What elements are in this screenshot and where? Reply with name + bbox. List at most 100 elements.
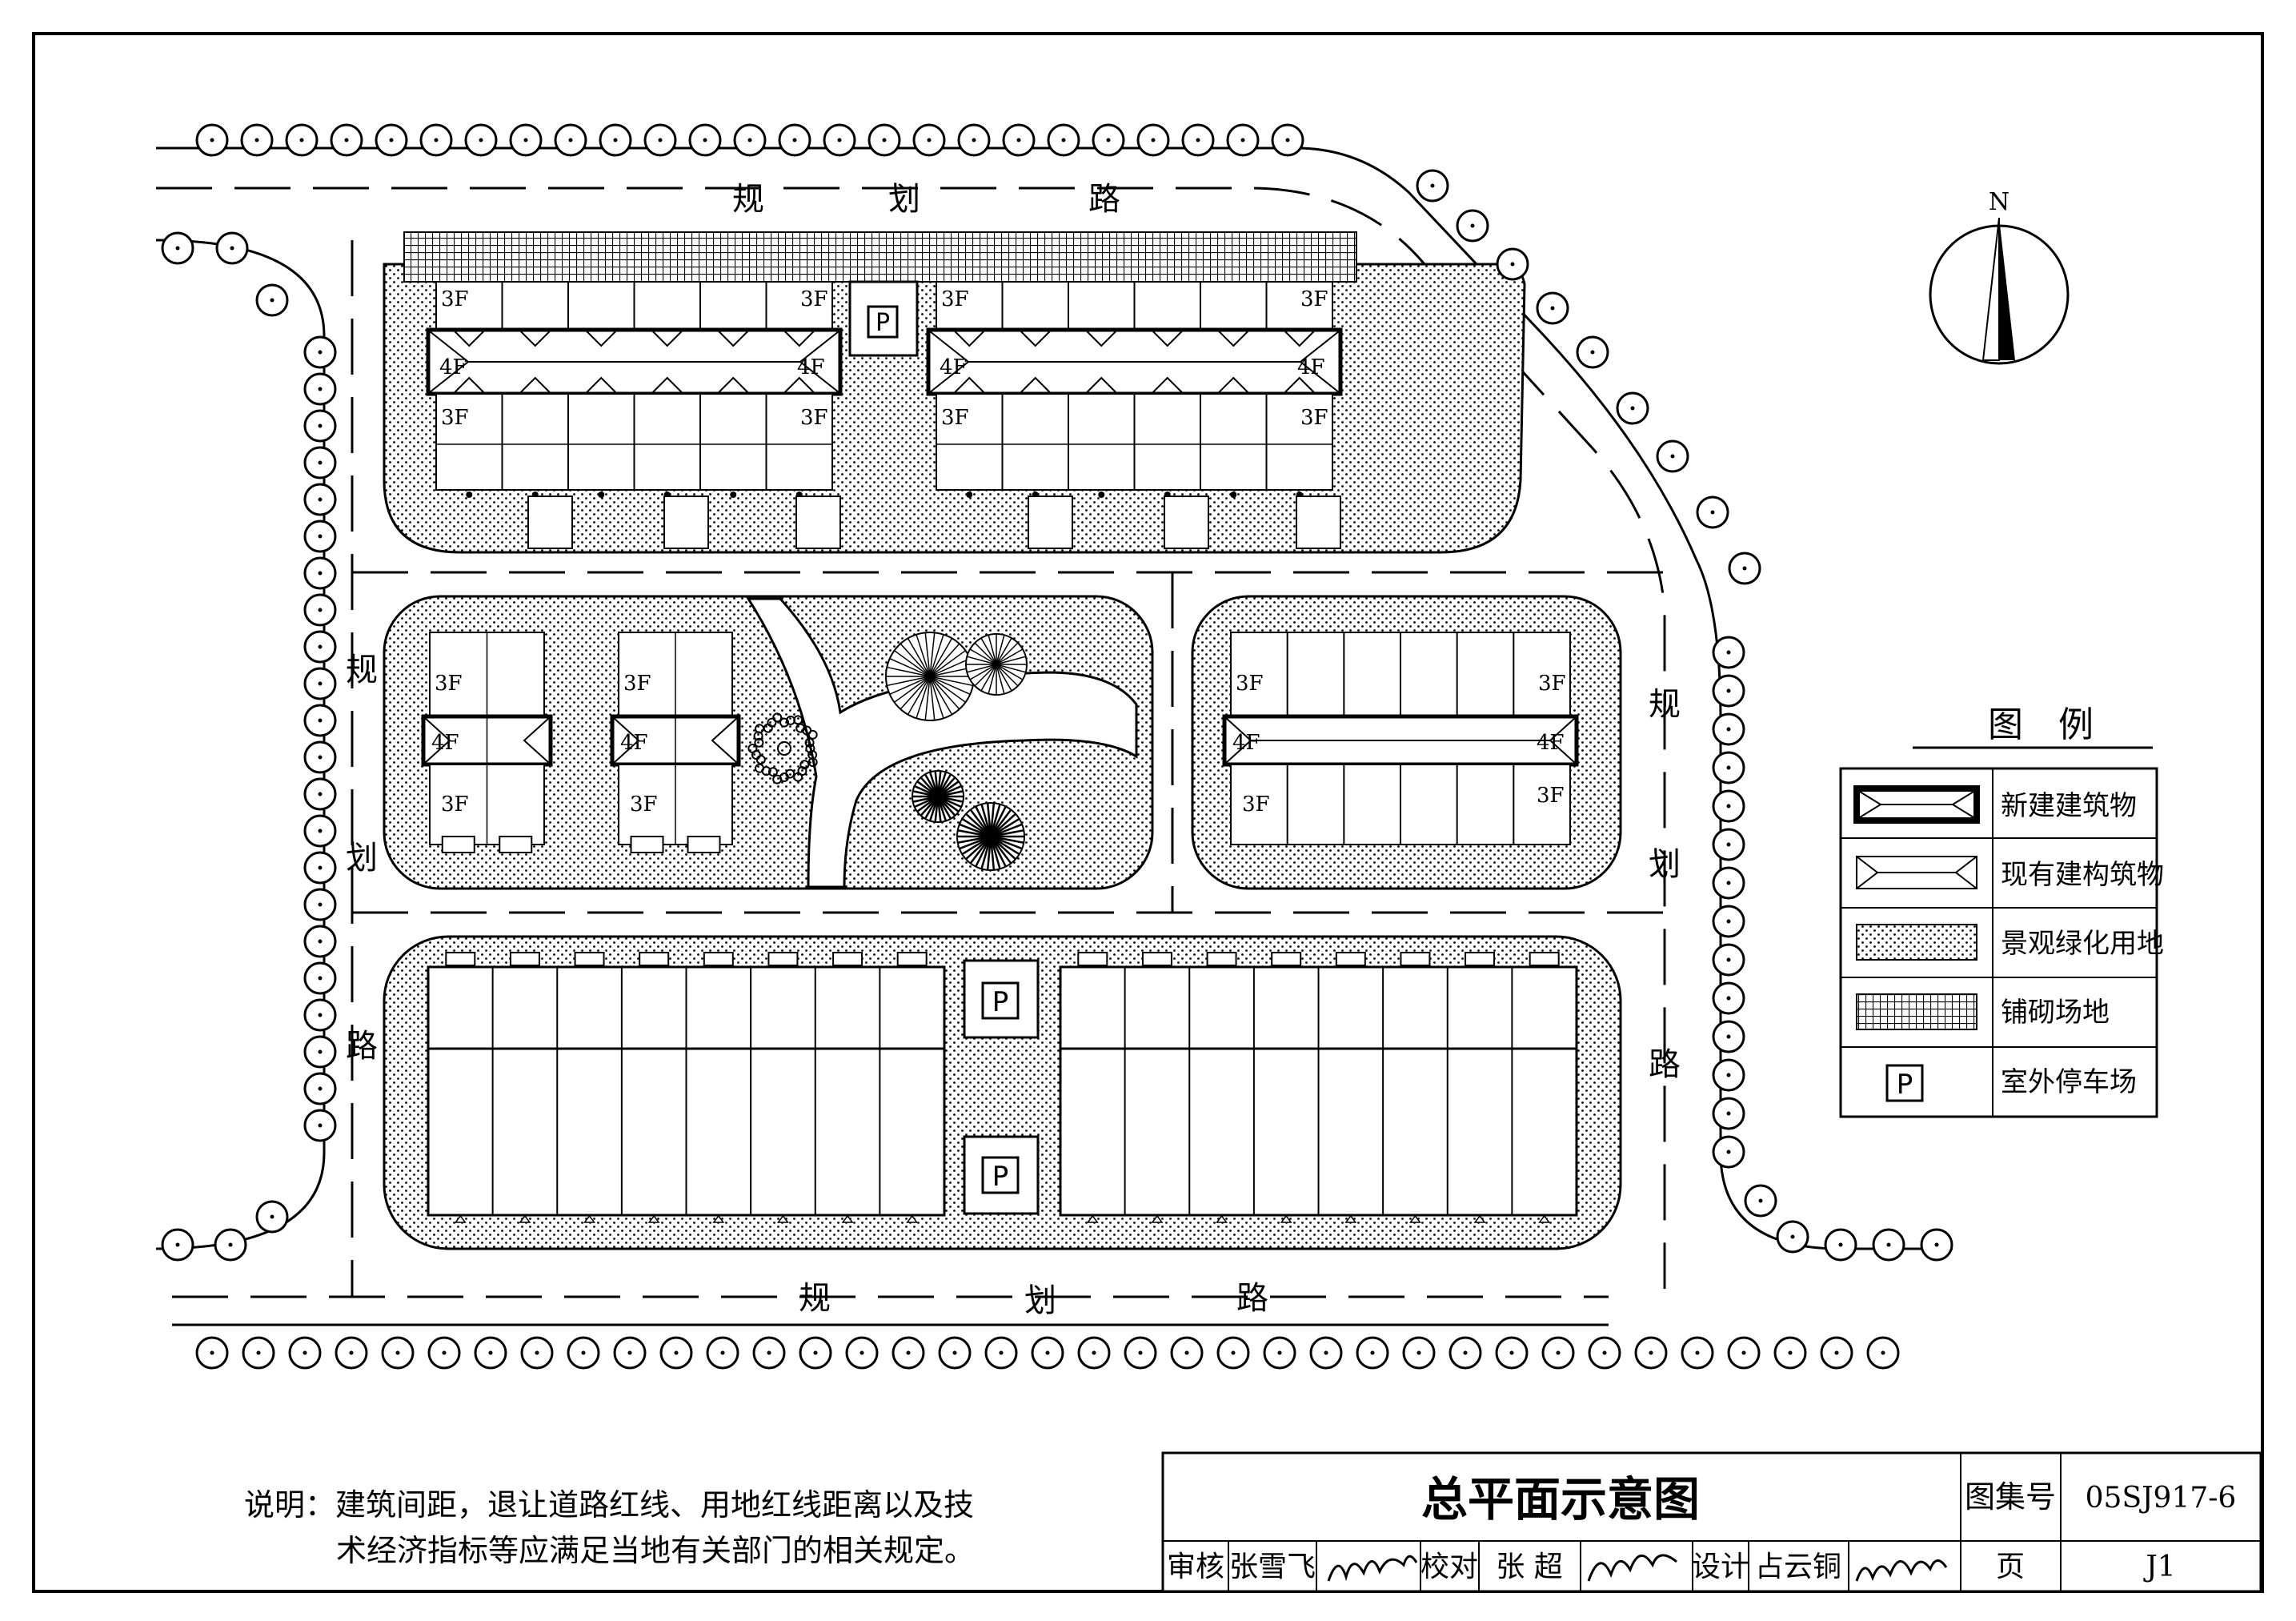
floor-label: 4F — [620, 731, 648, 755]
tree-icon — [1124, 1336, 1157, 1370]
tree-icon — [733, 123, 767, 157]
residential-building — [421, 632, 553, 853]
tree-icon — [1712, 866, 1745, 900]
park-paths — [746, 597, 1138, 889]
tree-icon — [1047, 123, 1080, 157]
tree-icon — [1263, 1336, 1296, 1370]
garden-plot — [527, 496, 573, 549]
tree-icon — [613, 1336, 647, 1370]
tree-icon — [303, 925, 337, 958]
parking-symbol: P — [1897, 1069, 1913, 1101]
tree-icon — [303, 556, 337, 590]
tree-icon — [1356, 1336, 1389, 1370]
tree-icon — [1576, 335, 1609, 369]
park-trees — [747, 632, 1028, 871]
road-label-left-1: 规 — [346, 652, 378, 688]
tree-icon — [375, 123, 408, 157]
tree-icon — [567, 1336, 600, 1370]
road-label-left-2: 划 — [346, 840, 378, 877]
parking-symbol: P — [992, 1161, 1009, 1193]
tree-icon — [1402, 1336, 1436, 1370]
note-line-1: 说明：建筑间距，退让道路红线、用地红线距离以及技 — [244, 1487, 974, 1523]
road-label-bottom-3: 路 — [1236, 1280, 1268, 1317]
page-label: 页 — [1996, 1551, 2025, 1583]
road-label-top-2: 划 — [888, 181, 920, 218]
road-label-right-1: 规 — [1649, 686, 1681, 723]
road-labels: 规 划 路 规 划 路 规 划 路 规 划 路 — [346, 181, 1681, 1319]
reviewer-signature — [1327, 1555, 1418, 1582]
residential-building — [427, 952, 946, 1223]
tree-icon — [1712, 981, 1745, 1015]
tree-icon — [1536, 291, 1569, 325]
existing-building-icon — [1856, 856, 1977, 889]
tree-icon — [427, 1336, 461, 1370]
tree-icon — [1728, 552, 1761, 585]
tree-icon — [1496, 247, 1529, 281]
page-number: J1 — [2142, 1551, 2175, 1583]
tree-icon — [330, 123, 363, 157]
tree-icon — [214, 1228, 247, 1262]
tree-icon — [464, 123, 498, 157]
tree-icon — [240, 123, 274, 157]
tree-icon — [1031, 1336, 1064, 1370]
tree-icon — [1727, 1336, 1761, 1370]
residential-building — [926, 281, 1343, 498]
legend: 图 例 P 新建建筑物 现有建构筑物 景观绿化用地 铺砌场地 室外停车场 — [1839, 704, 2164, 1118]
tree-icon — [957, 123, 991, 157]
tree-icon — [303, 814, 337, 848]
tree-icon — [1495, 1336, 1529, 1370]
tree-icon — [303, 961, 337, 995]
tree-icon — [799, 1336, 832, 1370]
tree-icon — [303, 888, 337, 921]
road-label-bottom-2: 划 — [1024, 1282, 1056, 1319]
tree-icon — [1712, 905, 1745, 938]
tree-icon — [1866, 1336, 1900, 1370]
tree-icon — [659, 1336, 693, 1370]
tree-icon — [303, 998, 337, 1032]
tree-icon — [303, 1109, 337, 1142]
tree-icon — [1002, 123, 1036, 157]
atlas-label: 图集号 — [1965, 1479, 2056, 1515]
residential-building — [610, 632, 741, 853]
floor-label: 4F — [439, 355, 467, 379]
floor-label: 3F — [1236, 672, 1264, 696]
note: 说明：建筑间距，退让道路红线、用地红线距离以及技 术经济指标等应满足当地有关部门… — [244, 1487, 975, 1568]
tree-icon — [1824, 1228, 1857, 1262]
legend-title: 图 例 — [1988, 704, 2094, 745]
tree-icon — [1449, 1336, 1482, 1370]
road-label-top-1: 规 — [732, 181, 764, 218]
floor-label: 3F — [435, 672, 463, 696]
tree-icon — [912, 770, 964, 823]
tree-icon — [1712, 751, 1745, 784]
paved-strip — [403, 231, 1357, 283]
atlas-number: 05SJ917-6 — [2086, 1482, 2237, 1515]
tree-icon — [1776, 1220, 1809, 1254]
legend-label-paved-area: 铺砌场地 — [2001, 997, 2110, 1029]
tree-icon — [554, 123, 587, 157]
tree-icon — [1541, 1336, 1575, 1370]
tree-icon — [868, 123, 901, 157]
design-name: 占云铜 — [1755, 1551, 1841, 1583]
tree-icon — [303, 704, 337, 737]
check-name: 张 超 — [1496, 1551, 1562, 1583]
residential-building — [426, 281, 843, 498]
tree-icon — [1712, 674, 1745, 708]
shrub-icon — [747, 712, 818, 784]
review-label: 审核 — [1167, 1551, 1224, 1583]
tree-icon — [195, 123, 229, 157]
tree-icon — [892, 1336, 925, 1370]
floor-label: 3F — [441, 792, 469, 817]
tree-icon — [599, 123, 632, 157]
tree-icon — [161, 231, 194, 265]
tree-icon — [242, 1336, 275, 1370]
floor-label: 4F — [1297, 355, 1325, 379]
garden-plot — [795, 496, 841, 549]
checker-signature — [1587, 1554, 1677, 1582]
paved-area-icon — [1856, 993, 1977, 1030]
road-label-left-3: 路 — [346, 1028, 378, 1065]
tree-icon — [288, 1336, 322, 1370]
tree-icon — [1712, 943, 1745, 977]
garden-plot — [1296, 496, 1341, 549]
residential-building — [1059, 952, 1578, 1223]
floor-label: 3F — [941, 287, 969, 311]
